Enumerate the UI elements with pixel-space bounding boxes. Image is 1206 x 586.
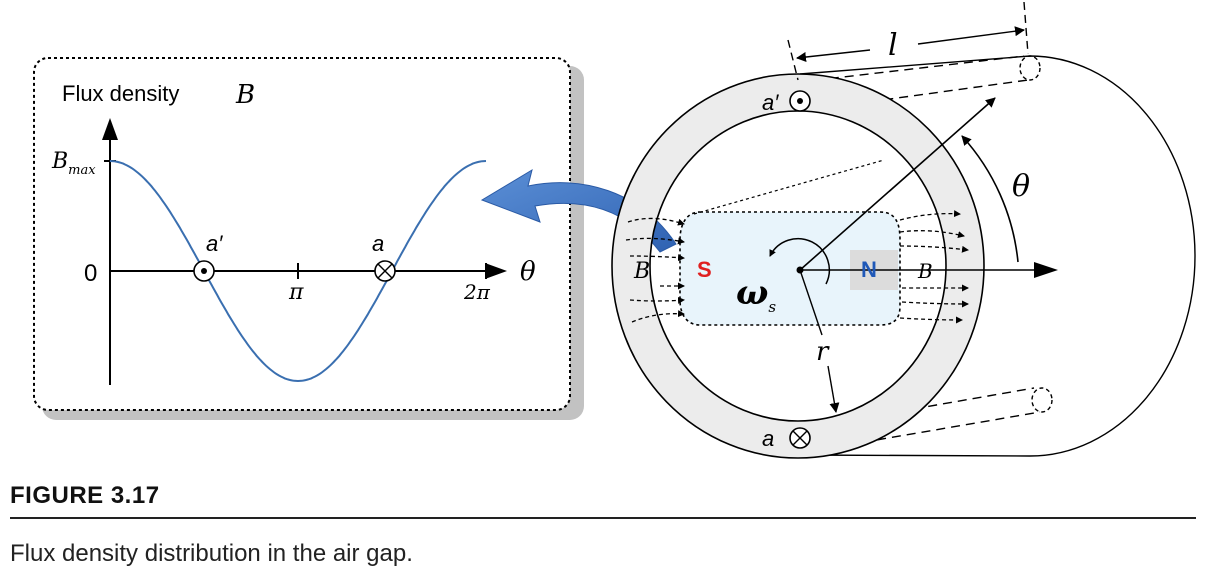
y-max-label: Bmax xyxy=(51,149,96,178)
machine-diagram: l θ r ωs S N B B xyxy=(611,1,1196,459)
shaft-center xyxy=(796,266,804,274)
theta-label: θ xyxy=(1012,169,1030,204)
length-ext-right xyxy=(1023,1,1029,55)
cross-icon-line-2 xyxy=(377,263,393,279)
flux-density-figure: Flux density B Bmax 0 π 2π θ a′ a xyxy=(33,1,1196,459)
x-axis-symbol: θ xyxy=(520,257,536,287)
flux-boundary-line xyxy=(693,159,885,215)
figure-number: FIGURE 3.17 xyxy=(10,482,160,509)
bottom-conductor-label: a xyxy=(762,426,774,451)
radius-line-outer xyxy=(827,365,840,413)
plot-title-symbol: B xyxy=(235,80,255,110)
speed-symbol: ωs xyxy=(736,273,776,316)
length-ext-left xyxy=(787,39,799,81)
radius-label: r xyxy=(816,337,830,367)
stator-ring xyxy=(611,73,985,459)
flux-lines-left xyxy=(625,217,685,323)
bottom-conductor-cross-2 xyxy=(792,430,808,446)
conductor-top-end xyxy=(1019,55,1041,81)
south-pole-label: S xyxy=(697,257,712,282)
x-2pi-label: 2π xyxy=(463,280,491,304)
dot-icon xyxy=(201,268,207,274)
reference-axis-arrow xyxy=(1034,262,1058,278)
flux-left-label: B xyxy=(633,259,650,284)
top-conductor-dot-icon xyxy=(797,98,803,104)
marker-a-prime-label: a′ xyxy=(206,231,223,256)
caption-divider xyxy=(10,517,1196,519)
length-dimension-left xyxy=(796,49,871,62)
x-pi-label: π xyxy=(288,280,304,305)
rotation-arc xyxy=(769,237,831,285)
radial-direction-arrow xyxy=(799,97,996,271)
flux-right-label: B xyxy=(917,259,933,283)
conductor-bottom-end xyxy=(1031,387,1053,413)
panel-frame xyxy=(33,57,571,411)
top-conductor-label: a′ xyxy=(762,90,779,115)
radius-line-inner xyxy=(799,269,823,336)
north-pole-label: N xyxy=(861,257,877,282)
marker-a-label: a xyxy=(372,231,384,256)
flux-density-curve xyxy=(109,160,487,383)
x-axis-arrow xyxy=(485,263,507,279)
flux-lines-right xyxy=(899,210,969,324)
theta-arc xyxy=(961,135,1019,263)
figure-caption: Flux density distribution in the air gap… xyxy=(10,540,413,567)
rotor-core xyxy=(679,211,901,326)
cylinder-outline xyxy=(799,55,1196,457)
y-axis-arrow xyxy=(102,118,118,140)
length-label: l xyxy=(888,28,898,63)
plot-title: Flux density xyxy=(62,81,179,106)
y-zero-label: 0 xyxy=(84,260,97,287)
plot-panel: Flux density B Bmax 0 π 2π θ a′ a xyxy=(33,57,584,420)
length-dimension-right xyxy=(917,26,1025,45)
